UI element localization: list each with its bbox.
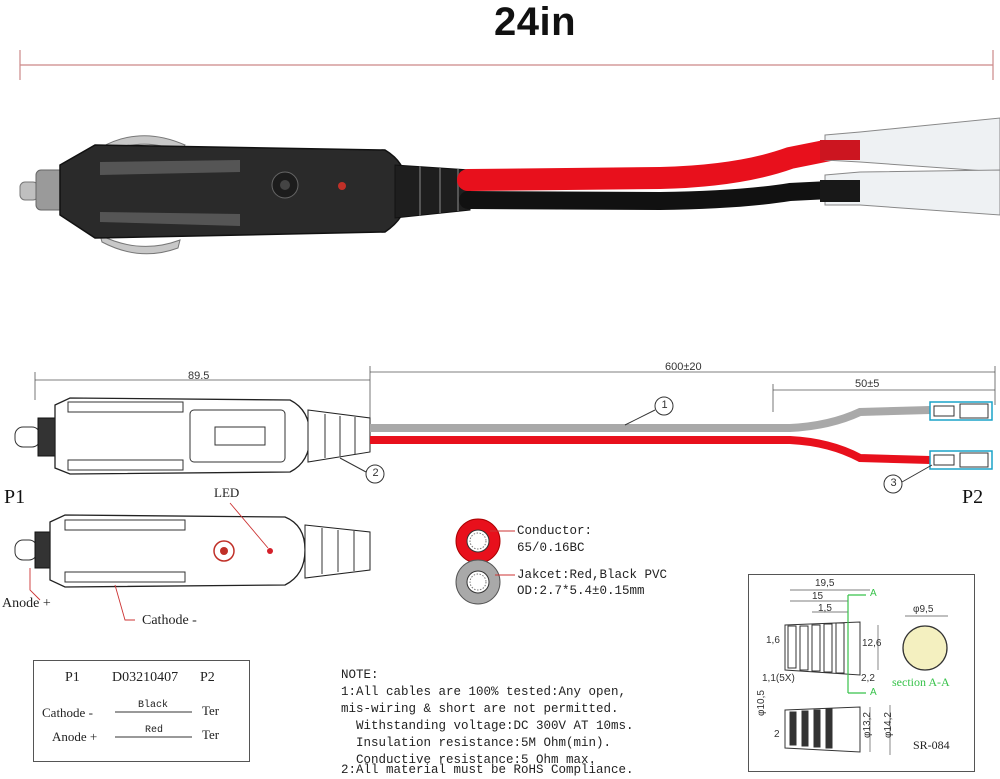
model-label: SR-084 xyxy=(913,738,950,752)
plug-length-label: 89.5 xyxy=(188,370,210,382)
plug-side-view xyxy=(14,397,371,475)
wires-photo xyxy=(457,139,841,211)
led-label: LED xyxy=(214,485,240,500)
table-row-anode: Anode + xyxy=(52,729,98,744)
jacket-value: OD:2.7*5.4±0.15mm xyxy=(517,584,645,598)
table-p1: P1 xyxy=(65,670,80,685)
table-part-number: D03210407 xyxy=(112,670,179,685)
wiring-table-lines xyxy=(115,711,192,738)
conductor-value: 65/0.16BC xyxy=(517,541,585,555)
dim-phi-10-5: φ10,5 xyxy=(756,690,767,716)
dim-1-1: 1,1(5X) xyxy=(762,673,795,684)
dim-2-2: 2,2 xyxy=(861,673,875,684)
section-a-bottom: A xyxy=(870,687,877,698)
p2-label: P2 xyxy=(962,486,984,508)
wires-drawing xyxy=(370,406,931,464)
length-title: 24in xyxy=(493,0,577,44)
terminals-photo xyxy=(820,117,1000,216)
notes-line-2: mis-wiring & short are not permitted. xyxy=(341,702,619,716)
callout-2-label: 2 xyxy=(372,467,379,479)
jacket-label: Jakcet:Red,Black PVC xyxy=(517,568,668,582)
split-length-label: 50±5 xyxy=(855,378,880,390)
dim-1-5: 1,5 xyxy=(818,603,832,614)
dim-12-6: 12,6 xyxy=(862,638,882,649)
table-p2: P2 xyxy=(200,670,215,685)
wiring-table xyxy=(33,660,250,762)
cable-cross-section-red xyxy=(455,518,515,564)
dim-phi-14-2: φ14,2 xyxy=(883,712,894,738)
table-term-2: Ter xyxy=(202,727,220,742)
callout-3-label: 3 xyxy=(890,477,897,489)
dim-19-5: 19,5 xyxy=(815,578,835,589)
table-row-cathode: Cathode - xyxy=(42,705,93,720)
table-term-1: Ter xyxy=(202,703,220,718)
anode-label: Anode + xyxy=(2,596,51,611)
notes-line-5: Conductive resistance:5 Ohm max. xyxy=(341,753,597,767)
section-drawing xyxy=(784,589,948,755)
table-wire-black: Black xyxy=(138,700,169,711)
p1-label: P1 xyxy=(4,486,26,508)
dim-phi-13-2: φ13,2 xyxy=(862,712,873,738)
dim-phi-9-5: φ9,5 xyxy=(913,604,934,615)
dim-2: 2 xyxy=(774,729,780,740)
notes-line-4: Insulation resistance:5M Ohm(min). xyxy=(341,736,612,750)
notes-line-6: 2:All material must be RoHS Compliance. xyxy=(341,763,634,777)
section-a-a-label: section A-A xyxy=(892,675,950,689)
notes-line-3: Withstanding voltage:DC 300V AT 10ms. xyxy=(341,719,634,733)
section-drawing-frame xyxy=(748,574,975,772)
notes-line-1: 1:All cables are 100% tested:Any open, xyxy=(341,685,627,699)
dimension-lines xyxy=(34,366,996,420)
overall-length-label: 600±20 xyxy=(665,361,702,373)
table-wire-red: Red xyxy=(145,725,164,736)
plug-photo xyxy=(19,135,471,255)
length-dimension-line xyxy=(19,50,994,80)
terminal-drawing-bottom xyxy=(929,450,993,470)
section-a-top: A xyxy=(870,588,877,599)
callout-1-label: 1 xyxy=(661,399,668,411)
cathode-label: Cathode - xyxy=(142,613,197,628)
conductor-label: Conductor: xyxy=(517,524,593,538)
callout-circles xyxy=(339,396,933,494)
dim-1-6: 1,6 xyxy=(766,635,780,646)
cable-cross-section-gray xyxy=(455,559,515,605)
dim-15: 15 xyxy=(812,591,824,602)
plug-top-view xyxy=(14,502,371,621)
notes-heading: NOTE: xyxy=(341,668,379,682)
terminal-drawing-top xyxy=(929,401,993,421)
